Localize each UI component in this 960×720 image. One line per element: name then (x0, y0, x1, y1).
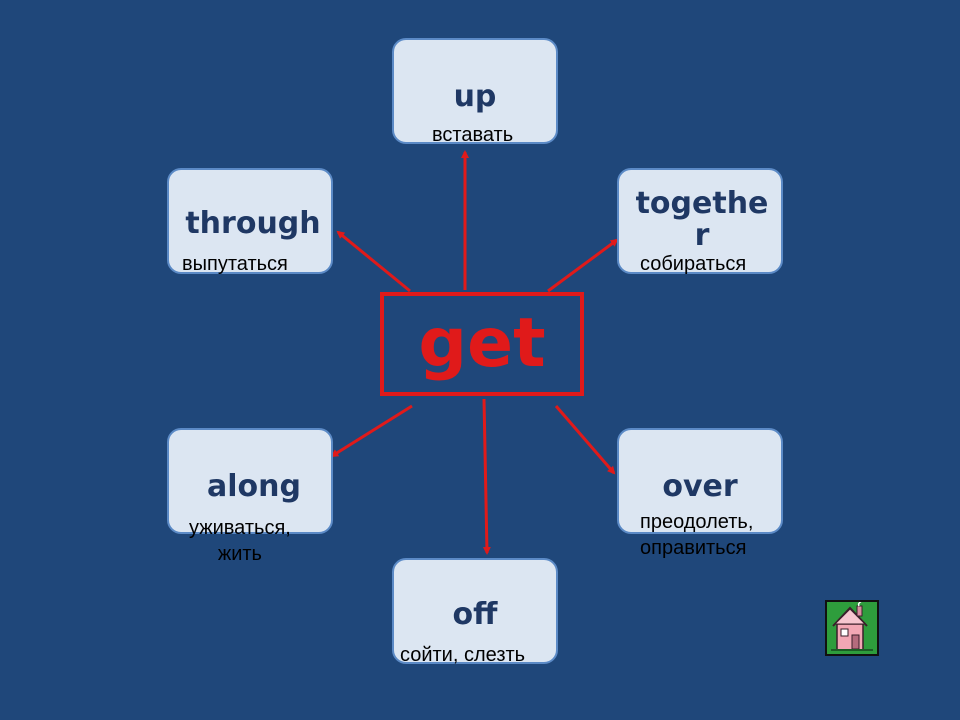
arrow-to-through (336, 230, 411, 293)
arrow-to-off (482, 398, 491, 555)
node-through-meaning: выпутаться (182, 253, 288, 275)
node-up-word: up (453, 79, 497, 114)
arrow-to-along (330, 404, 413, 458)
node-together-meaning: собираться (640, 253, 747, 275)
node-over-word: over (662, 469, 738, 504)
node-along-meaning: уживаться, жить (189, 517, 291, 565)
center-word-box: get (380, 292, 584, 396)
node-off-word: off (452, 597, 498, 632)
node-over-meaning: преодолеть, оправиться (640, 511, 754, 559)
center-word: get (418, 304, 546, 383)
home-icon (827, 599, 877, 654)
node-off-meaning: сойти, слезть (400, 644, 526, 666)
node-off: off сойти, слезть (392, 558, 558, 666)
arrow-to-over (554, 405, 616, 475)
node-together-word: togethe r (635, 186, 769, 253)
node-through-word: through (185, 206, 321, 241)
node-along-word: along (207, 469, 301, 504)
node-together: togethe r собираться (617, 168, 783, 275)
node-along: along уживаться, жить (167, 428, 333, 565)
node-up: up вставать (392, 38, 558, 146)
node-over: over преодолеть, оправиться (617, 428, 783, 559)
node-up-meaning: вставать (432, 124, 514, 146)
home-button[interactable] (825, 599, 879, 656)
node-through: through выпутаться (167, 168, 333, 275)
arrow-to-together (547, 238, 619, 293)
